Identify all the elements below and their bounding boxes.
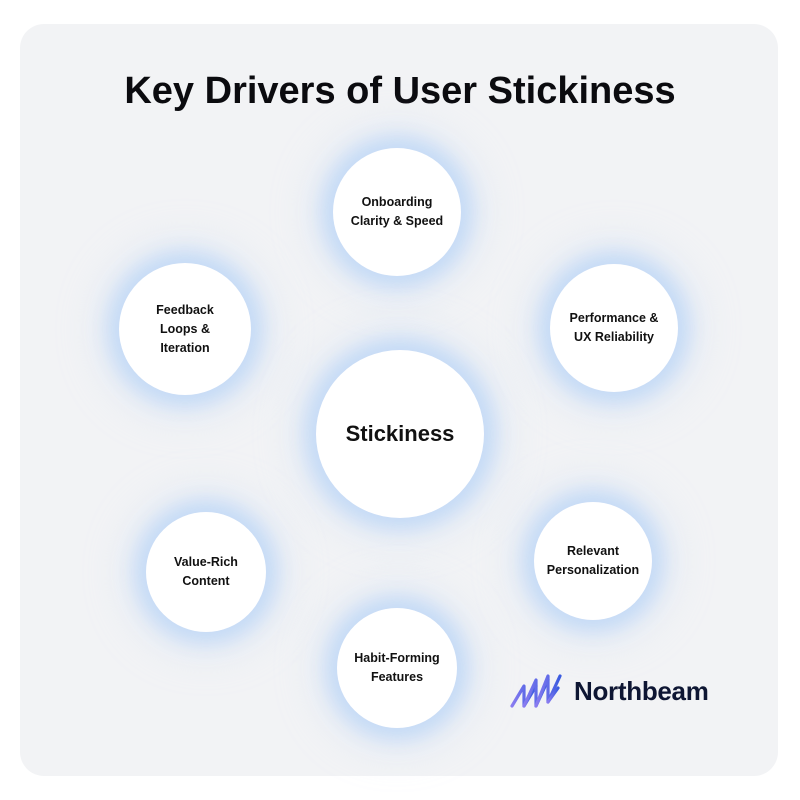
- northbeam-logo-icon: [510, 674, 562, 708]
- driver-node-performance: Performance & UX Reliability: [550, 264, 678, 392]
- driver-label-performance: Performance & UX Reliability: [569, 311, 659, 344]
- driver-label-personalization: Relevant Personalization: [546, 544, 640, 577]
- brand-logo: Northbeam: [510, 672, 709, 710]
- brand-name: Northbeam: [574, 675, 709, 706]
- center-node-stickiness: Stickiness: [316, 350, 484, 518]
- driver-label-feedback-loops: Feedback Loops & Iteration: [156, 302, 214, 355]
- driver-node-habit-forming: Habit-Forming Features: [337, 608, 457, 728]
- driver-node-feedback-loops: Feedback Loops & Iteration: [119, 263, 251, 395]
- driver-node-personalization: Relevant Personalization: [534, 502, 652, 620]
- driver-label-habit-forming: Habit-Forming Features: [354, 651, 440, 684]
- driver-label-value-content: Value-Rich Content: [174, 555, 238, 588]
- center-label: Stickiness: [345, 421, 455, 446]
- diagram-title: Key Drivers of User Stickiness: [124, 70, 676, 112]
- driver-label-onboarding: Onboarding Clarity & Speed: [350, 195, 444, 228]
- driver-node-value-content: Value-Rich Content: [146, 512, 266, 632]
- driver-node-onboarding: Onboarding Clarity & Speed: [333, 148, 461, 276]
